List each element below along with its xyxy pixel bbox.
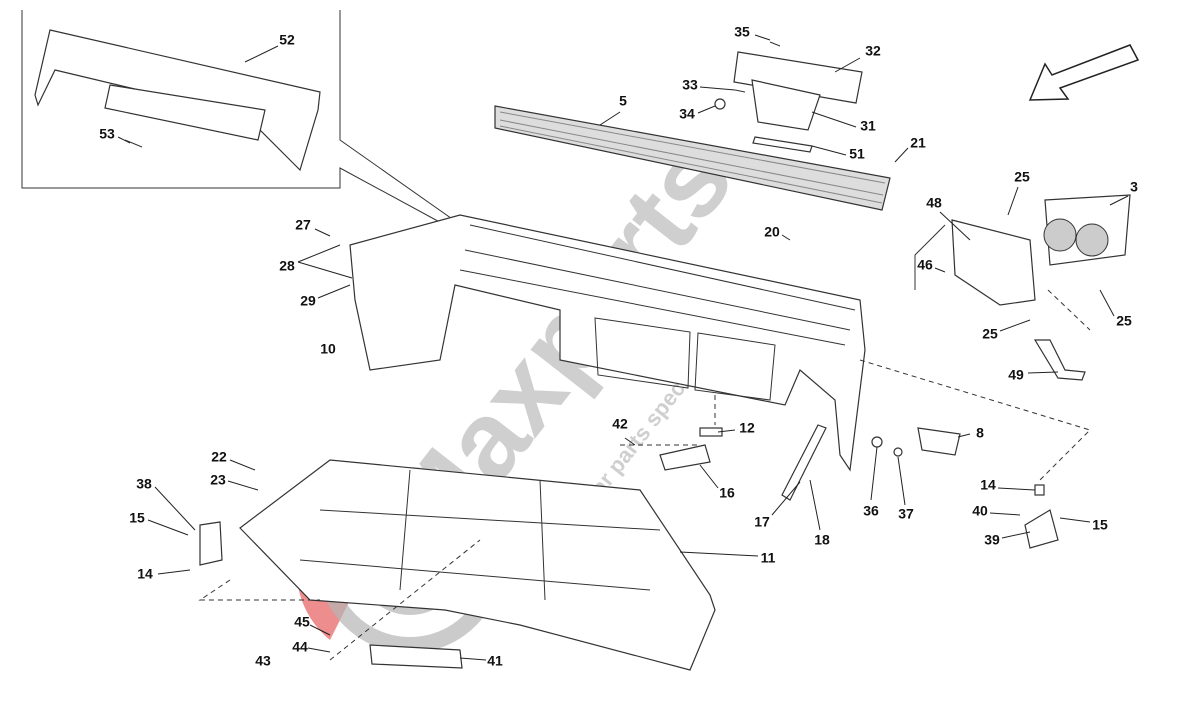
part-11-diffuser <box>239 459 716 671</box>
inset-detail <box>21 10 466 233</box>
part-34 <box>714 98 726 110</box>
callout-41: 41 <box>487 653 503 669</box>
part-36 <box>871 436 883 448</box>
part-48 <box>951 219 1036 306</box>
callout-11: 11 <box>761 550 776 566</box>
callout-25: 25 <box>982 326 998 342</box>
callout-38: 38 <box>136 476 152 492</box>
callout-3: 3 <box>1130 179 1138 195</box>
callout-25: 25 <box>1014 169 1030 185</box>
part-31 <box>751 79 821 131</box>
arrow-down-left-icon <box>1028 44 1140 101</box>
part-33 <box>734 89 746 93</box>
part-39 <box>1024 509 1059 549</box>
callout-5: 5 <box>619 93 627 109</box>
callout-36: 36 <box>863 503 879 519</box>
callout-45: 45 <box>294 614 310 630</box>
callout-42: 42 <box>612 416 628 432</box>
exhaust-tip-right <box>1075 223 1109 257</box>
callout-18: 18 <box>814 532 830 548</box>
part-17 <box>781 424 827 501</box>
part-41 <box>369 644 463 669</box>
callout-20: 20 <box>764 224 780 240</box>
callout-51: 51 <box>849 146 865 162</box>
callout-15: 15 <box>1092 517 1108 533</box>
callout-29: 29 <box>300 293 316 309</box>
callout-32: 32 <box>865 43 881 59</box>
callout-53: 53 <box>99 126 115 142</box>
callout-25: 25 <box>1116 313 1132 329</box>
part-35 <box>769 41 781 47</box>
part-8 <box>917 427 961 456</box>
callout-40: 40 <box>972 503 988 519</box>
callout-8: 8 <box>976 425 984 441</box>
callout-37: 37 <box>898 506 914 522</box>
part-49 <box>1033 339 1086 381</box>
callouts: 52 53 35 32 33 34 31 51 5 21 25 3 48 20 … <box>99 24 1138 669</box>
callout-16: 16 <box>719 485 735 501</box>
part-14-right <box>1034 484 1045 496</box>
callout-46: 46 <box>917 257 933 273</box>
callout-15: 15 <box>129 510 145 526</box>
callout-17: 17 <box>754 514 770 530</box>
callout-12: 12 <box>739 420 755 436</box>
callout-14: 14 <box>137 566 153 582</box>
callout-52: 52 <box>279 32 295 48</box>
part-32 <box>733 51 863 104</box>
callout-21: 21 <box>910 135 926 151</box>
part-10-bumper <box>349 214 866 472</box>
exhaust-tip-left <box>1043 218 1077 252</box>
callout-22: 22 <box>211 449 227 465</box>
callout-34: 34 <box>679 106 695 122</box>
callout-48: 48 <box>926 195 942 211</box>
callout-33: 33 <box>682 77 698 93</box>
inset-plate <box>104 84 266 141</box>
part-16 <box>659 444 711 471</box>
callout-39: 39 <box>984 532 1000 548</box>
part-37 <box>893 447 903 457</box>
callout-49: 49 <box>1008 367 1024 383</box>
callout-23: 23 <box>210 472 226 488</box>
callout-28: 28 <box>279 258 295 274</box>
part-38 <box>199 521 223 566</box>
callout-44: 44 <box>292 639 308 655</box>
callout-43: 43 <box>255 653 271 669</box>
part-51 <box>752 136 813 153</box>
callout-27: 27 <box>295 217 311 233</box>
callout-31: 31 <box>860 118 876 134</box>
part-53 <box>124 139 143 148</box>
callout-35: 35 <box>734 24 750 40</box>
callout-14: 14 <box>980 477 996 493</box>
callout-10: 10 <box>320 341 336 357</box>
